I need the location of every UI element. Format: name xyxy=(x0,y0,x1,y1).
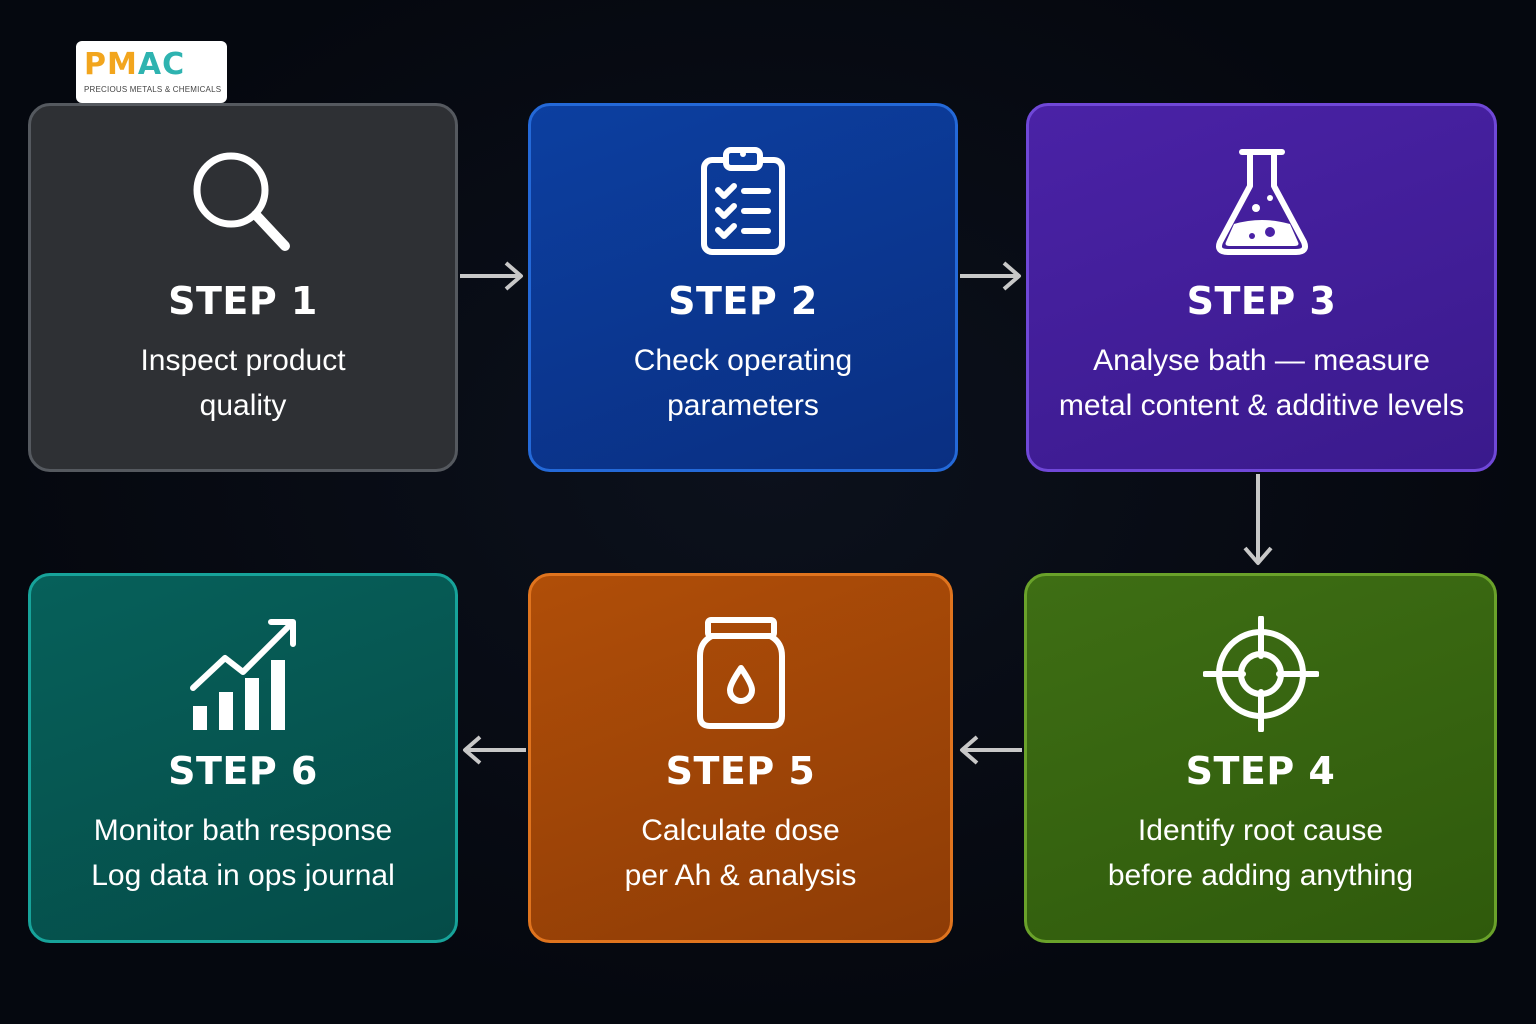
step-description: Monitor bath response Log data in ops jo… xyxy=(91,814,395,892)
arrow-left-icon xyxy=(960,735,1022,765)
arrow-right-icon xyxy=(960,261,1021,291)
step-title: STEP 3 xyxy=(1186,279,1337,323)
step-description: Check operating parameters xyxy=(633,344,853,422)
flask-icon xyxy=(1029,146,1494,258)
clipboard-checklist-icon xyxy=(531,146,955,258)
step-1-card: STEP 1 Inspect product quality xyxy=(28,103,458,472)
step-6-card: STEP 6 Monitor bath response Log data in… xyxy=(28,573,458,943)
step-title: STEP 2 xyxy=(668,279,818,323)
target-icon xyxy=(1027,616,1494,732)
step-2-card: STEP 2 Check operating parameters xyxy=(528,103,958,472)
step-title: STEP 5 xyxy=(665,749,816,793)
step-5-card: STEP 5 Calculate dose per Ah & analysis xyxy=(528,573,953,943)
growth-chart-icon xyxy=(31,616,455,730)
step-3-card: STEP 3 Analyse bath — measure metal cont… xyxy=(1026,103,1497,472)
step-description: Identify root cause before adding anythi… xyxy=(1107,814,1414,892)
arrow-left-icon xyxy=(463,735,526,765)
arrow-down-icon xyxy=(1243,474,1273,565)
logo-mark: P M A C xyxy=(84,47,186,82)
step-title: STEP 1 xyxy=(168,279,318,323)
step-title: STEP 6 xyxy=(168,749,318,793)
step-description: Analyse bath — measure metal content & a… xyxy=(1058,344,1465,422)
logo-tagline: PRECIOUS METALS & CHEMICALS xyxy=(84,85,222,94)
step-4-card: STEP 4 Identify root cause before adding… xyxy=(1024,573,1497,943)
magnifier-icon xyxy=(31,146,455,258)
step-description: Inspect product quality xyxy=(140,344,346,422)
step-title: STEP 4 xyxy=(1185,749,1336,793)
jar-drop-icon xyxy=(531,616,950,729)
step-description: Calculate dose per Ah & analysis xyxy=(624,814,857,892)
pmac-logo: P M A C PRECIOUS METALS & CHEMICALS xyxy=(76,41,227,103)
arrow-right-icon xyxy=(460,261,523,291)
